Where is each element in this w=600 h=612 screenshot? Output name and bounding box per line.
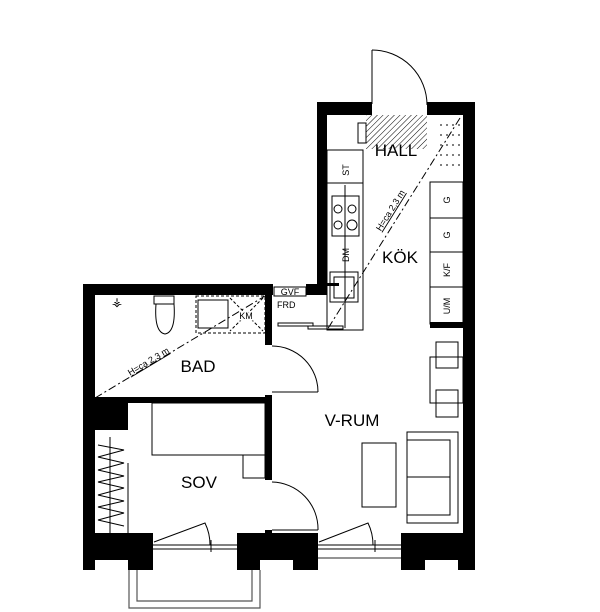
room-label-bath: BAD [181, 357, 216, 376]
fridge-freezer-label: K/F [442, 263, 452, 278]
doormat-hatch [366, 115, 427, 149]
sofa [406, 431, 459, 524]
coat-rack [440, 124, 462, 166]
ceiling-height-line [94, 295, 266, 399]
balcony [128, 570, 261, 609]
toilet [153, 295, 175, 335]
dining-set [429, 341, 464, 418]
tall-cabinets: G G K/F U/M [429, 181, 464, 328]
living-window [318, 522, 401, 559]
stove [331, 195, 360, 237]
cabinet-label: G [442, 231, 452, 238]
washer-box [195, 295, 266, 334]
kitchen-sink [329, 271, 359, 303]
electric-panel [357, 122, 367, 144]
room-label-living: V-RUM [325, 411, 380, 430]
stove-burner [333, 204, 343, 214]
wardrobe [97, 437, 129, 533]
kitchen-counter: ST DM [326, 149, 364, 331]
ceiling-height-label: H=ca 2,3 m [374, 188, 407, 233]
stove-cabinet-label: ST [341, 164, 351, 176]
cabinet-label: G [442, 196, 452, 203]
sliding-door[interactable] [277, 322, 344, 330]
shower-icon: ⚶ [112, 295, 122, 309]
room-label-hall: HALL [375, 141, 418, 160]
coffee-table [361, 442, 397, 508]
bath-sink [197, 299, 229, 329]
bedroom-window [153, 522, 237, 552]
ceiling-height-line [326, 117, 461, 331]
gvf-label: GVF [281, 287, 300, 297]
ceiling-height-label: H=ca 2,3 m [126, 345, 171, 377]
stove-burner [333, 220, 343, 230]
dishwasher-label: DM [341, 248, 351, 262]
bathroom-fixtures: ⚶ KM [112, 295, 266, 335]
bathroom-door[interactable] [271, 345, 319, 393]
bed [151, 402, 266, 456]
nightstand [242, 454, 266, 479]
gvf-box [273, 286, 307, 297]
stove-burner [347, 204, 357, 214]
stove-burner [346, 219, 358, 231]
chair [435, 341, 459, 369]
cabinet-label: U/M [442, 298, 452, 315]
frd-label: FRD [277, 300, 296, 310]
room-label-kitchen: KÖK [382, 248, 419, 267]
entrance-door[interactable] [371, 49, 428, 106]
room-label-bedroom: SOV [181, 473, 218, 492]
walls [83, 102, 475, 570]
bedroom-door[interactable] [271, 481, 319, 531]
washer-label: KM [239, 311, 253, 321]
chair [435, 389, 459, 418]
